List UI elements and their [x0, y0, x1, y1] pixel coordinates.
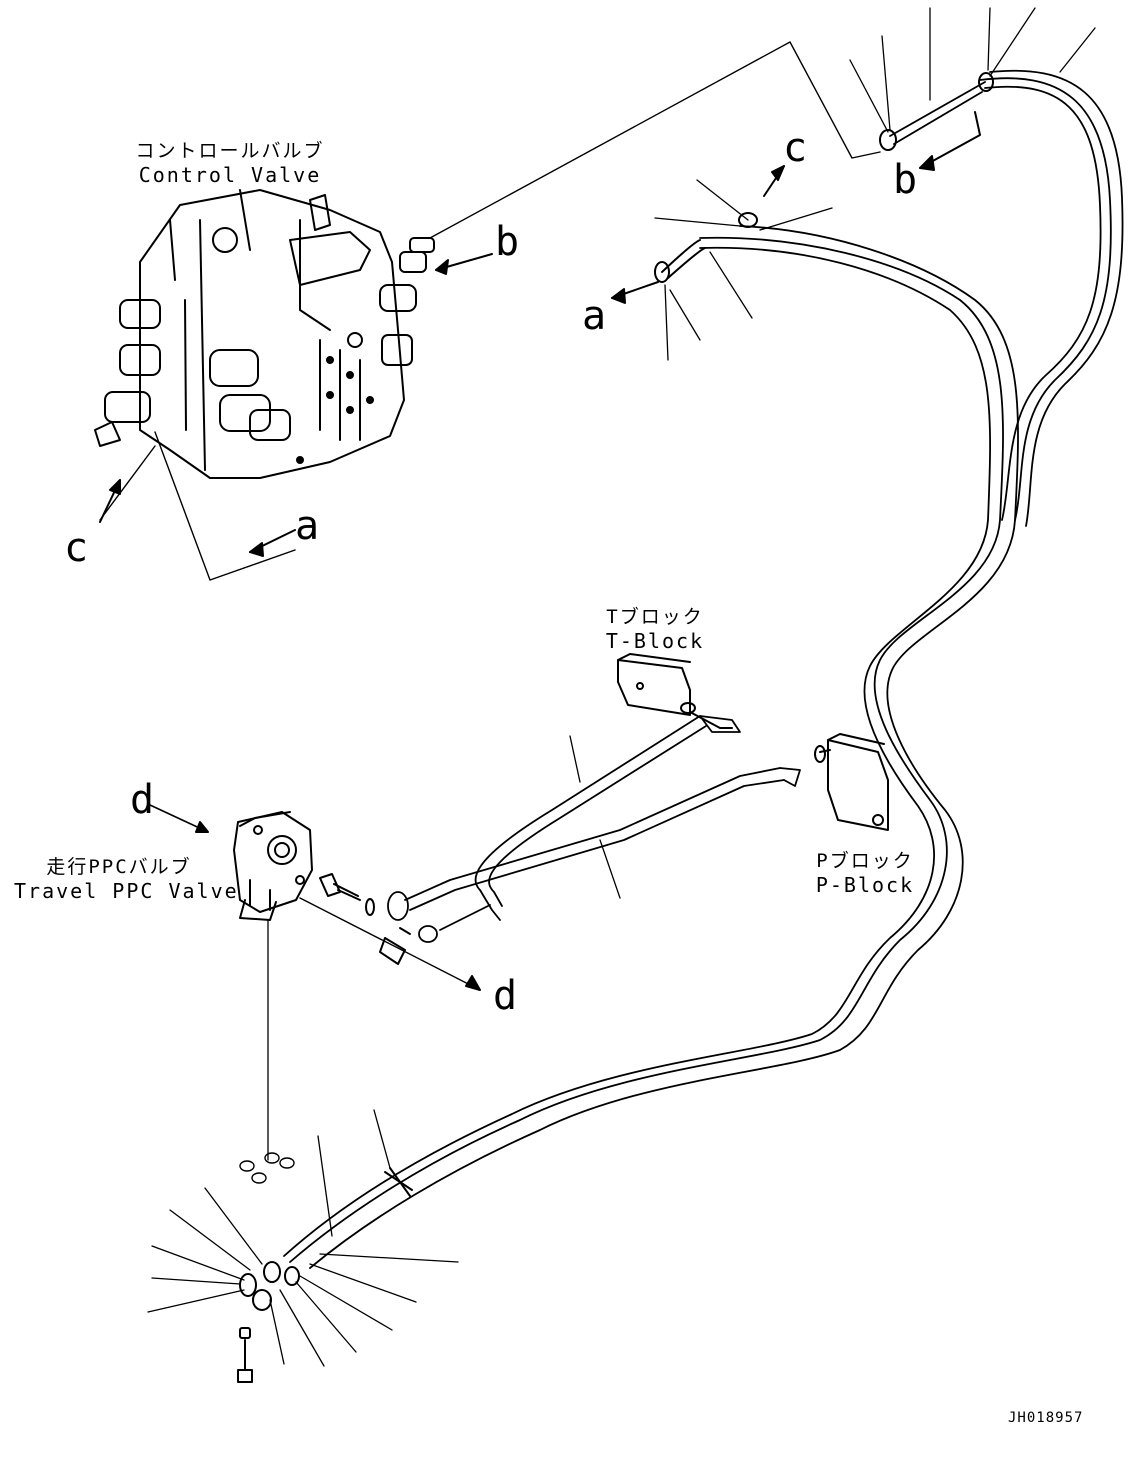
callout-b-left: b [495, 219, 520, 265]
block-pipes [387, 715, 801, 943]
control-valve-label: コントロールバルブ Control Valve [130, 136, 330, 187]
callout-a-right: a [582, 293, 607, 339]
travel-ppc-valve-label-en: Travel PPC Valve [14, 879, 239, 903]
t-block-label-en: T-Block [605, 629, 705, 653]
p-block-drawing [814, 733, 889, 831]
callout-c-left: c [64, 525, 89, 571]
callout-d-bottom: d [493, 973, 518, 1019]
callout-c-right: c [783, 125, 808, 171]
leader-c-control-valve [99, 445, 156, 521]
p-block-label-en: P-Block [815, 873, 915, 897]
o-rings [239, 1152, 295, 1184]
control-valve-label-jp: コントロールバルブ [135, 140, 325, 162]
travel-ppc-valve-label: 走行PPCバルブ Travel PPC Valve [14, 852, 239, 903]
fitting-b-end [879, 129, 897, 151]
t-block-drawing [617, 653, 733, 729]
control-valve-label-en: Control Valve [138, 163, 322, 187]
callout-d-top: d [130, 777, 155, 823]
control-valve-drawing [94, 189, 435, 479]
bottom-fittings [237, 1167, 413, 1383]
pipe-bundle [283, 69, 1124, 1269]
leader-a-control-valve [154, 431, 296, 581]
clamp-top [978, 72, 994, 92]
travel-ppc-valve-label-jp: 走行PPCバルブ [46, 856, 192, 878]
p-block-label-jp: Pブロック [816, 850, 914, 872]
reference-lines-top [654, 7, 1096, 361]
t-block-label-jp: Tブロック [606, 606, 704, 628]
drawing-code: JH018957 [1008, 1410, 1084, 1426]
leader-b-control-valve [429, 41, 881, 239]
p-block-label: Pブロック P-Block [805, 846, 925, 897]
t-block-label: Tブロック T-Block [595, 602, 715, 653]
callout-a-left: a [295, 503, 320, 549]
reference-lines-bottom [147, 1109, 459, 1367]
callout-b-right: b [893, 157, 918, 203]
travel-ppc-valve-drawing [233, 811, 313, 921]
fitting-a-end [654, 261, 670, 283]
clamp-c [738, 212, 758, 228]
